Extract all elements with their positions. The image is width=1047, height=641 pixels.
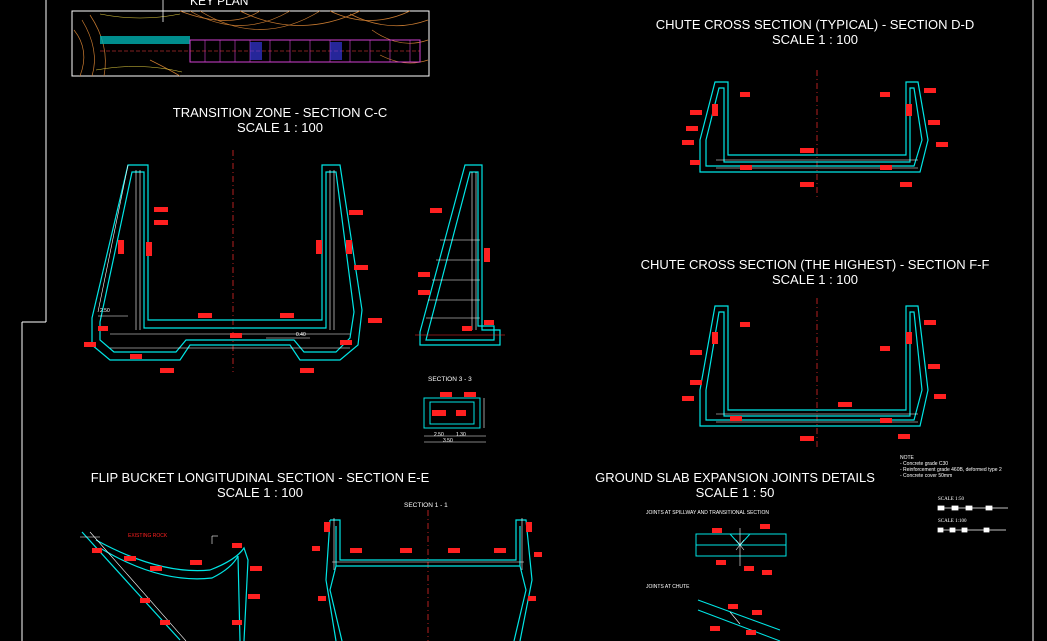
chute-highest-scale: SCALE 1 : 100 — [772, 272, 858, 287]
chute-typical-scale: SCALE 1 : 100 — [772, 32, 858, 47]
section-1-1-label: SECTION 1 - 1 — [404, 502, 448, 509]
dim-3-3-b: 1.30 — [456, 432, 466, 438]
existing-rock-label: EXISTING ROCK — [128, 533, 168, 539]
notes-heading: NOTE — [900, 455, 914, 461]
note-item-1: - Concrete grade C30 — [900, 461, 949, 467]
note-item-3: - Concrete cover 50mm — [900, 473, 953, 479]
dim-floor-width: 0.40 — [296, 332, 306, 338]
ground-slab-title: GROUND SLAB EXPANSION JOINTS DETAILS — [595, 470, 875, 485]
transition-title: TRANSITION ZONE - SECTION C-C — [172, 105, 388, 120]
flip-bucket-scale: SCALE 1 : 100 — [217, 485, 303, 500]
flip-bucket-title: FLIP BUCKET LONGITUDINAL SECTION - SECTI… — [90, 470, 430, 485]
joints-spillway-label: JOINTS AT SPILLWAY AND TRANSITIONAL SECT… — [646, 510, 769, 516]
transition-scale: SCALE 1 : 100 — [237, 120, 323, 135]
dim-3-3-c: 3.50 — [443, 438, 453, 444]
scale-bar-label-2: SCALE 1:100 — [938, 519, 967, 524]
dim-left-width: 2.50 — [100, 308, 110, 314]
chute-highest-title: CHUTE CROSS SECTION (THE HIGHEST) - SECT… — [640, 257, 990, 272]
joints-chute-label: JOINTS AT CHUTE — [646, 584, 690, 590]
dim-3-3-a: 2.50 — [434, 432, 444, 438]
chute-typical-title: CHUTE CROSS SECTION (TYPICAL) - SECTION … — [655, 17, 975, 32]
ground-slab-scale: SCALE 1 : 50 — [695, 485, 775, 500]
scale-bar-label-1: SCALE 1:50 — [938, 497, 964, 502]
key-plan-label: KEY PLAN — [190, 0, 249, 8]
section-3-3-label: SECTION 3 - 3 — [428, 376, 472, 383]
note-item-2: - Reinforcement grade 460B, deformed typ… — [900, 467, 1002, 473]
